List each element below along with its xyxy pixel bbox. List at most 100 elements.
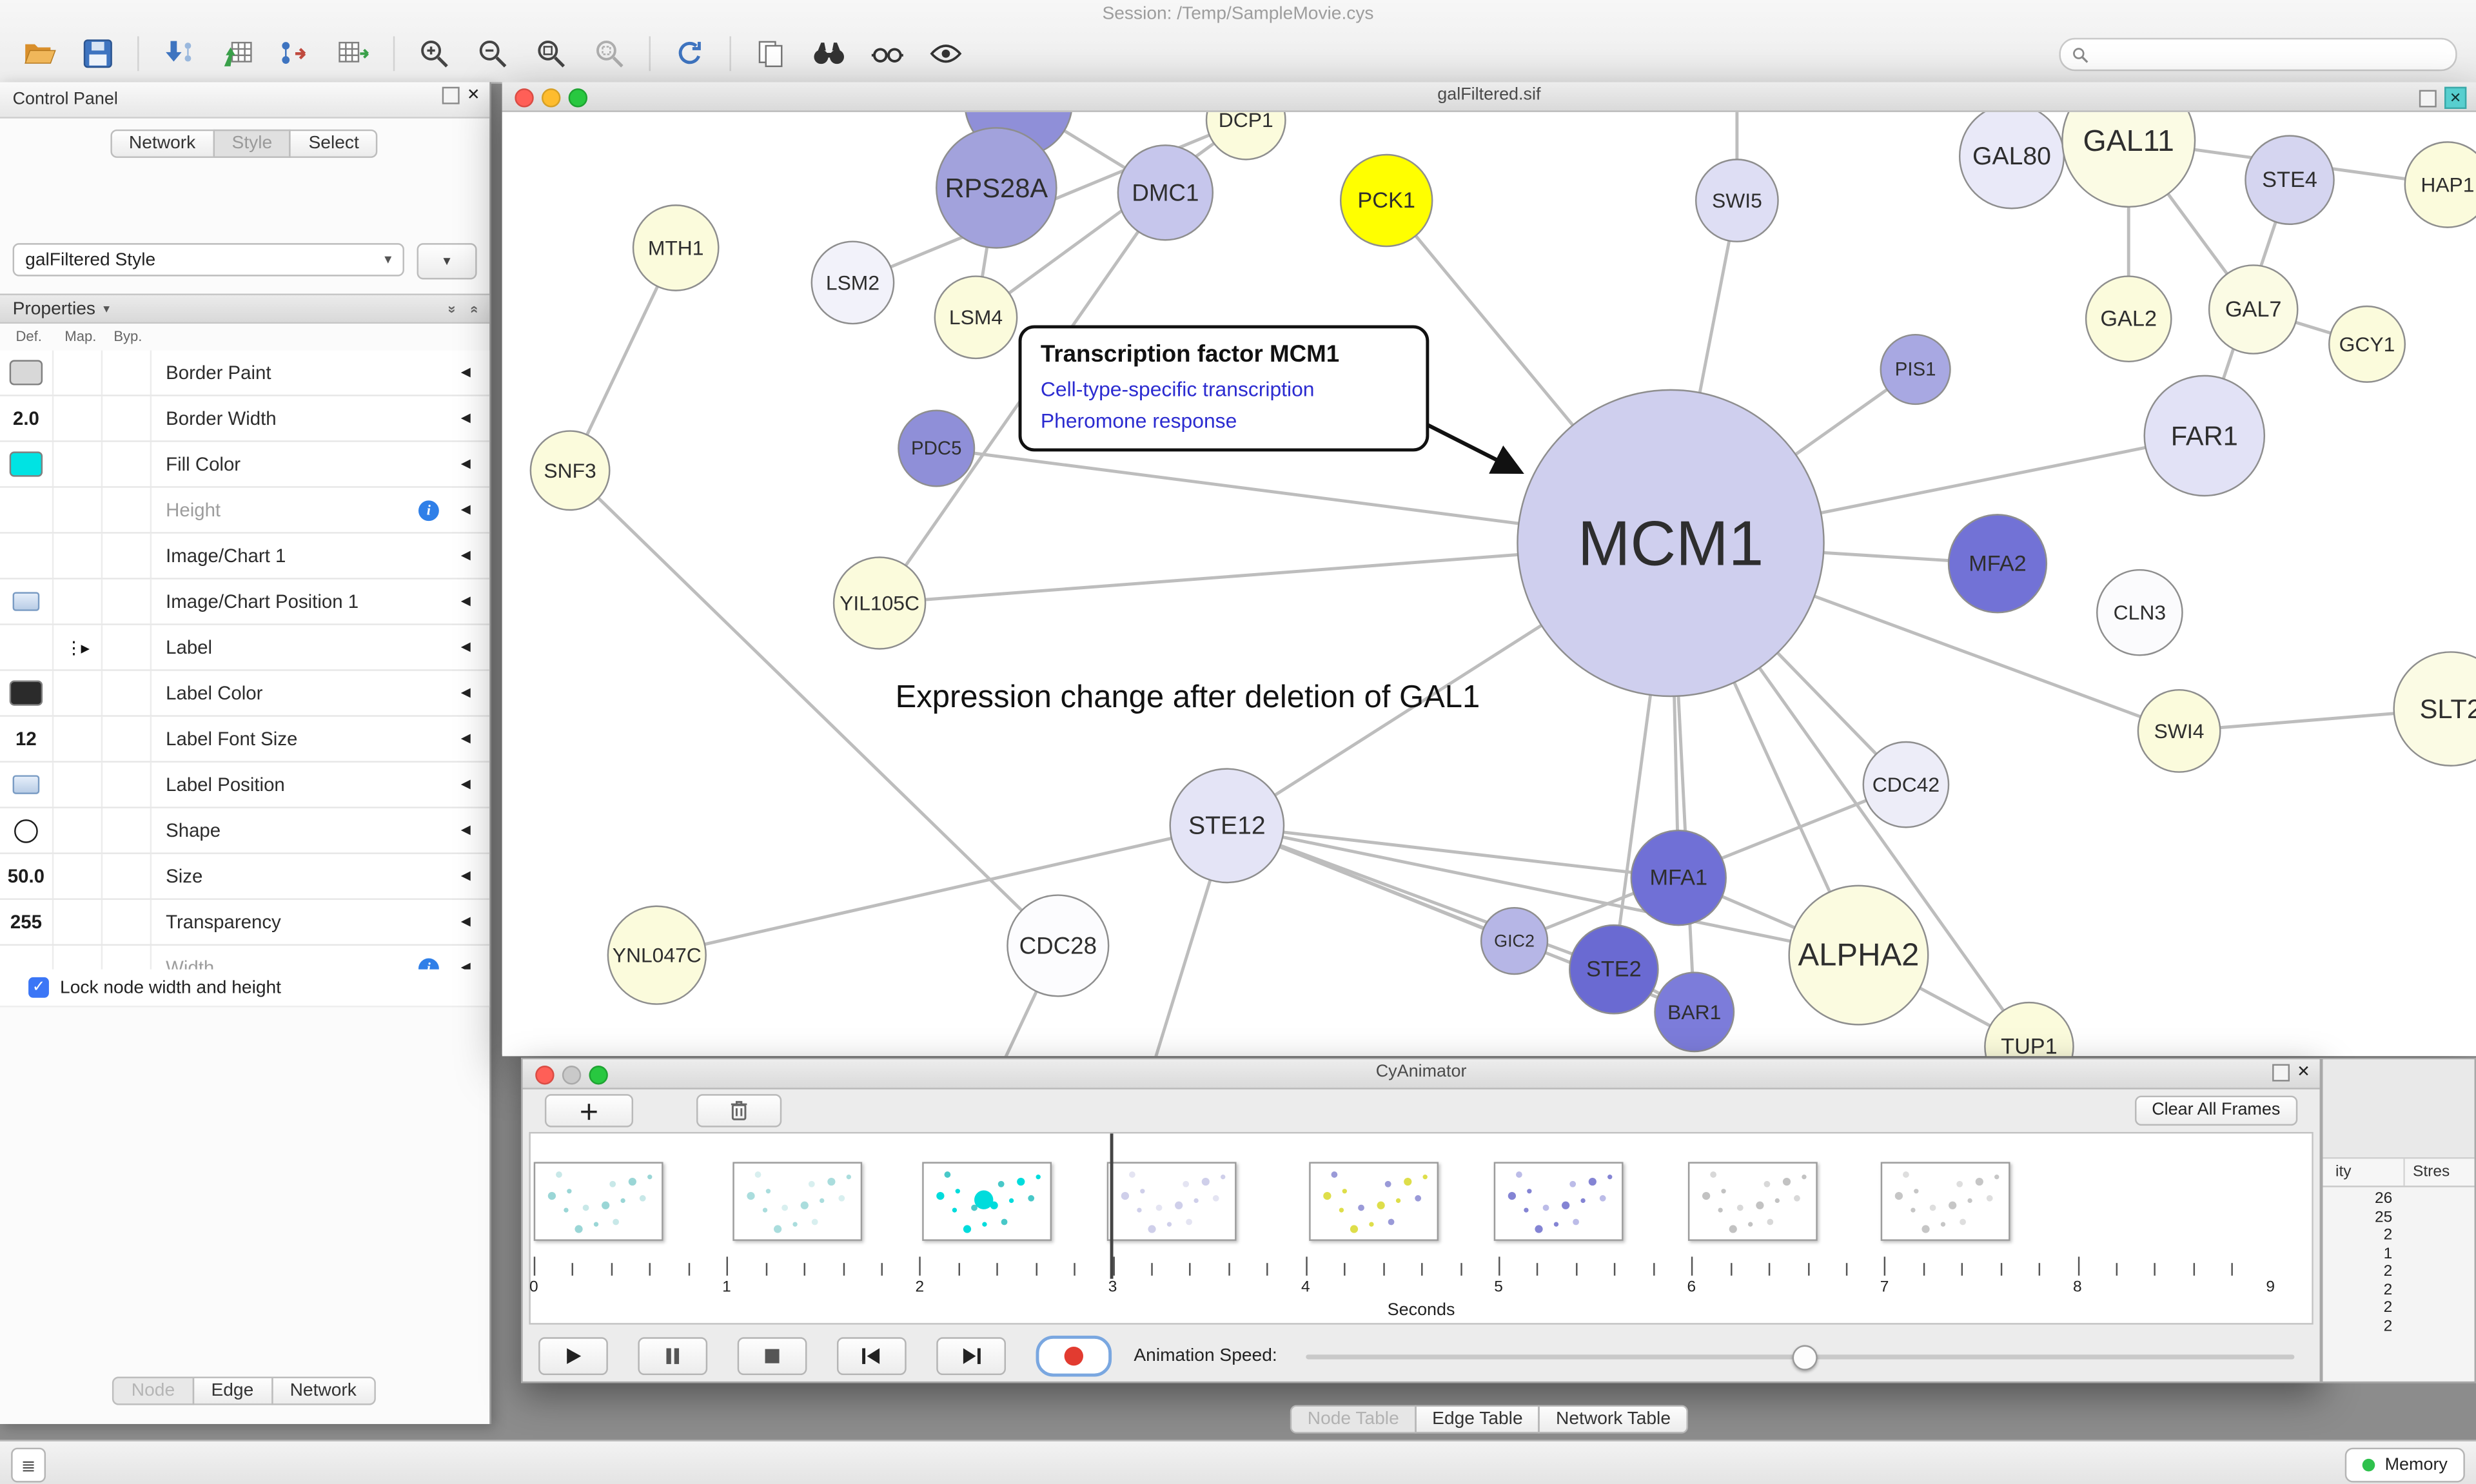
add-frame-button[interactable]: ＋ — [545, 1093, 633, 1126]
expand-row-icon[interactable]: ◀ — [461, 411, 471, 425]
lock-node-size-row[interactable]: ✓ Lock node width and height — [0, 970, 489, 1008]
close-panel-icon[interactable]: ✕ — [467, 87, 480, 104]
annotation-box[interactable]: Transcription factor MCM1 Cell-type-spec… — [1019, 325, 1430, 451]
map-cell[interactable] — [52, 442, 103, 487]
map-cell[interactable] — [52, 351, 103, 395]
show-details-button[interactable] — [922, 33, 969, 74]
def-cell[interactable] — [0, 763, 54, 807]
byp-cell[interactable] — [101, 580, 152, 624]
network-node[interactable]: GCY1 — [2329, 306, 2405, 382]
byp-cell[interactable] — [101, 534, 152, 578]
network-node[interactable]: BAR1 — [1655, 973, 1734, 1051]
tab-network[interactable]: Network — [110, 130, 215, 158]
network-node[interactable]: MFA2 — [1949, 514, 2047, 612]
def-cell[interactable] — [0, 351, 54, 395]
frame-thumbnail[interactable] — [1881, 1162, 2010, 1240]
style-property-row[interactable]: Fill Color◀ — [0, 442, 489, 488]
column-header-centrality[interactable]: ity — [2323, 1159, 2404, 1186]
color-swatch[interactable] — [10, 681, 43, 706]
map-cell[interactable] — [52, 671, 103, 716]
network-node[interactable]: RPS28A — [936, 128, 1056, 248]
animation-timeline[interactable]: 0123456789 Seconds — [529, 1132, 2313, 1325]
network-node[interactable]: STE2 — [1569, 925, 1658, 1013]
map-cell[interactable] — [52, 808, 103, 853]
table-cell[interactable]: 1 — [2323, 1245, 2474, 1263]
map-cell[interactable] — [52, 534, 103, 578]
tab-network-style[interactable]: Network — [271, 1377, 375, 1405]
expand-row-icon[interactable]: ◀ — [461, 823, 471, 837]
properties-header[interactable]: Properties ▾ »» — [0, 294, 489, 324]
expand-row-icon[interactable]: ◀ — [461, 868, 471, 883]
byp-cell[interactable] — [101, 900, 152, 944]
style-property-row[interactable]: Heighti◀ — [0, 488, 489, 534]
style-property-row[interactable]: 255Transparency◀ — [0, 900, 489, 946]
style-property-row[interactable]: Border Paint◀ — [0, 351, 489, 396]
annotation-link-transcription[interactable]: Cell-type-specific transcription — [1041, 374, 1407, 405]
network-node[interactable]: DCP1 — [1206, 112, 1285, 159]
zoom-in-button[interactable] — [411, 33, 458, 74]
expand-row-icon[interactable]: ◀ — [461, 456, 471, 471]
clear-all-frames-button[interactable]: Clear All Frames — [2134, 1095, 2297, 1125]
stop-button[interactable] — [738, 1337, 807, 1375]
def-cell[interactable] — [0, 671, 54, 716]
network-node[interactable]: SLT2 — [2394, 652, 2476, 765]
network-node[interactable]: TUP1 — [1985, 1002, 2073, 1056]
style-property-row[interactable]: ⋮▸Label◀ — [0, 625, 489, 671]
animation-speed-slider[interactable] — [1306, 1339, 2304, 1374]
cyanimator-titlebar[interactable]: CyAnimator ✕ — [523, 1059, 2320, 1089]
delete-frame-button[interactable] — [696, 1093, 781, 1126]
network-node[interactable]: SWI5 — [1696, 159, 1778, 241]
close-view-icon[interactable]: ✕ — [2444, 87, 2466, 109]
def-cell[interactable] — [0, 625, 54, 670]
network-node[interactable]: MFA1 — [1631, 830, 1726, 925]
tab-select[interactable]: Select — [290, 130, 378, 158]
default-value[interactable]: 255 — [10, 911, 42, 933]
frame-thumbnail[interactable] — [922, 1162, 1052, 1240]
def-cell[interactable] — [0, 534, 54, 578]
expand-row-icon[interactable]: ◀ — [461, 685, 471, 699]
network-node[interactable]: STE4 — [2245, 136, 2334, 224]
network-node[interactable]: GIC2 — [1481, 908, 1548, 974]
style-property-row[interactable]: Image/Chart Position 1◀ — [0, 580, 489, 625]
search-box[interactable] — [2059, 38, 2457, 71]
table-cell[interactable]: 2 — [2323, 1227, 2474, 1245]
export-network-button[interactable] — [271, 33, 319, 74]
frame-thumbnail[interactable] — [1688, 1162, 1818, 1240]
open-session-button[interactable] — [15, 33, 63, 74]
refresh-view-button[interactable] — [666, 33, 713, 74]
mapping-icon[interactable]: ⋮▸ — [65, 637, 88, 658]
network-node[interactable]: YIL105C — [834, 557, 925, 649]
play-button[interactable] — [538, 1337, 608, 1375]
default-value[interactable]: 50.0 — [8, 865, 44, 887]
export-table-button[interactable] — [330, 33, 377, 74]
def-cell[interactable]: 255 — [0, 900, 54, 944]
map-cell[interactable] — [52, 900, 103, 944]
map-cell[interactable] — [52, 854, 103, 899]
map-cell[interactable] — [52, 396, 103, 441]
table-cell[interactable]: 2 — [2323, 1300, 2474, 1318]
style-property-row[interactable]: 12Label Font Size◀ — [0, 717, 489, 763]
byp-cell[interactable] — [101, 625, 152, 670]
style-property-row[interactable]: Label Position◀ — [0, 763, 489, 808]
style-property-row[interactable]: Label Color◀ — [0, 671, 489, 717]
byp-cell[interactable] — [101, 442, 152, 487]
import-network-button[interactable] — [155, 33, 202, 74]
expand-row-icon[interactable]: ◀ — [461, 777, 471, 791]
byp-cell[interactable] — [101, 488, 152, 532]
network-node[interactable]: LSM2 — [812, 242, 894, 324]
network-node[interactable]: MCM1 — [1517, 390, 1823, 696]
lock-node-size-checkbox[interactable]: ✓ — [28, 977, 49, 998]
tab-edge-table[interactable]: Edge Table — [1415, 1405, 1540, 1434]
def-cell[interactable] — [0, 488, 54, 532]
byp-cell[interactable] — [101, 351, 152, 395]
map-cell[interactable] — [52, 717, 103, 761]
map-cell[interactable] — [52, 763, 103, 807]
tab-node-style[interactable]: Node — [112, 1377, 193, 1405]
network-node[interactable]: SWI4 — [2138, 690, 2220, 772]
byp-cell[interactable] — [101, 854, 152, 899]
network-node[interactable]: HAP1 — [2405, 142, 2476, 227]
tab-node-table[interactable]: Node Table — [1290, 1405, 1417, 1434]
network-node[interactable]: STE12 — [1170, 769, 1284, 883]
byp-cell[interactable] — [101, 396, 152, 441]
color-swatch[interactable] — [10, 451, 43, 476]
